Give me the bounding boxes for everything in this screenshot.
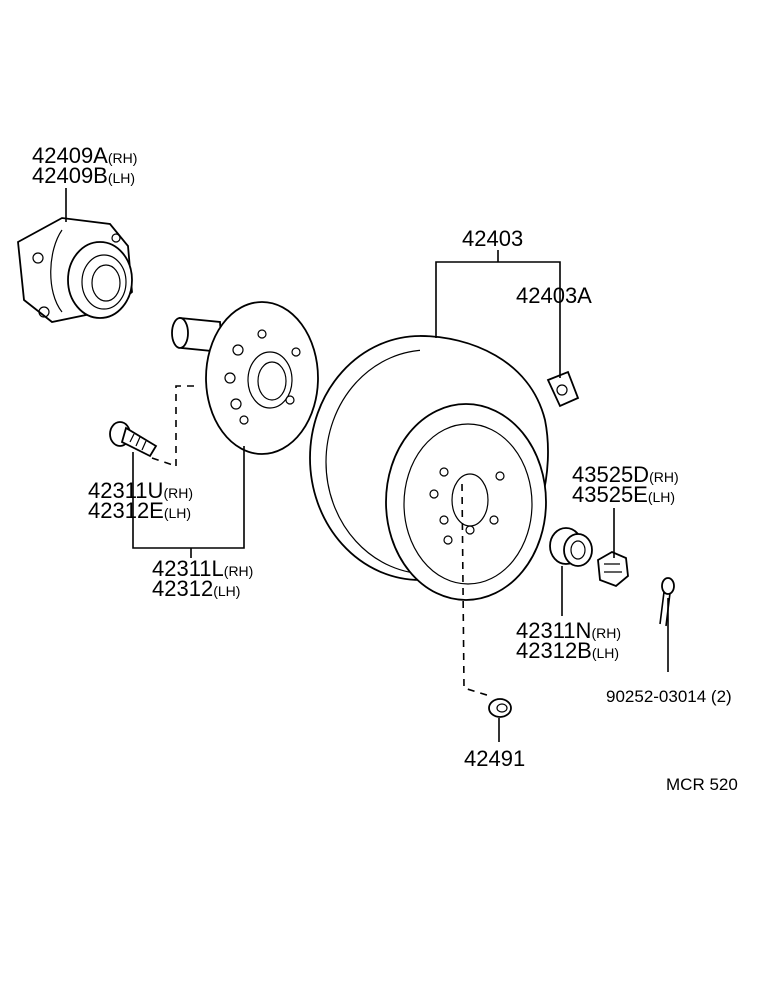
label-nut-cap-rh: 43525D(RH): [572, 462, 679, 487]
label-hub-bolt-lh: 42312E(LH): [88, 498, 191, 523]
nut-cap-part: [597, 550, 629, 588]
label-lock-nut-rh: 42311N(RH): [516, 618, 621, 643]
cotter-pin-part: [659, 577, 675, 627]
hub-bolt-part: [109, 421, 158, 458]
hole-plug-part: [488, 698, 512, 718]
lock-nut-part: [549, 527, 593, 567]
reference-code: MCR 520: [666, 775, 738, 794]
label-cotter-pin: 90252-03014 (2): [606, 687, 732, 706]
label-bearing-lh: 42409B(LH): [32, 163, 135, 188]
label-bearing-rh: 42409A(RH): [32, 143, 137, 168]
bearing-housing-part: [17, 217, 133, 323]
label-brake-drum: 42403: [462, 226, 523, 251]
label-hub-bolt-rh: 42311U(RH): [88, 478, 193, 503]
label-axle-hub-lh: 42312(LH): [152, 576, 240, 601]
drum-plug-part: [546, 370, 580, 408]
brake-drum-part: [309, 335, 549, 601]
label-nut-cap-lh: 43525E(LH): [572, 482, 675, 507]
leader-lines: [65, 188, 669, 742]
axle-hub-part: [171, 301, 319, 455]
label-drum-plug: 42403A: [516, 283, 592, 308]
label-hole-plug: 42491: [464, 746, 525, 771]
label-lock-nut-lh: 42312B(LH): [516, 638, 619, 663]
label-axle-hub-rh: 42311L(RH): [152, 556, 253, 581]
